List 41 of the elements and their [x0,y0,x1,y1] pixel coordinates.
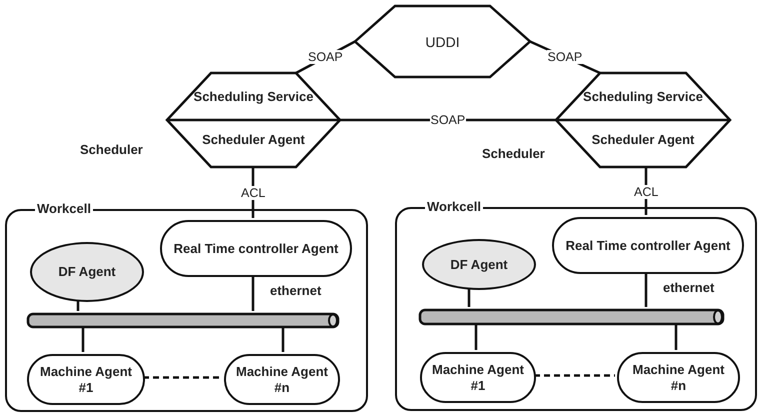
edge-label: ACL [633,184,660,198]
connector-line [534,374,615,377]
network-label: ethernet [270,283,322,298]
network-label: ethernet [663,280,714,295]
agent-label: DF Agent [449,256,509,272]
agent-label: Real Time controller Agent [564,238,732,254]
edge-label: SOAP [307,50,344,64]
scheduler-caption: Scheduler [482,146,545,161]
service-label: Scheduling Service [192,88,314,106]
registry-hexagon [355,5,530,78]
connector-line [468,288,470,307]
agent-label: Scheduler Agent [590,131,696,149]
scheduler-hexagon [167,72,340,168]
agent-label: Machine Agent #n [632,362,726,394]
connector-line [644,272,648,307]
ethernet-bus-bar [419,309,724,325]
ethernet-bus-bar [27,313,339,328]
connector-line [674,323,678,350]
agent-label: Machine Agent #1 [39,364,133,396]
agent-box [224,354,340,405]
agent-box [27,354,145,405]
connector-line [282,326,284,352]
edge-label: SOAP [430,113,466,127]
connector-line [252,275,254,311]
agent-label: Machine Agent #n [235,364,329,396]
scheduler-caption: Scheduler [80,142,143,157]
registry-label: UDDI [424,32,461,52]
agent-label: DF Agent [57,264,117,280]
agent-box [420,352,536,403]
connector-line [474,323,478,350]
connector-line [82,326,84,352]
edge-label: SOAP [546,50,584,64]
agent-box [617,352,740,403]
connector-line [143,376,222,379]
agent-label: Real Time controller Agent [172,240,340,256]
agent-label: Scheduler Agent [201,131,306,149]
edge-label: ACL [240,186,266,200]
connector-line [76,300,80,311]
scheduler-hexagon [556,72,730,168]
service-label: Scheduling Service [582,88,704,106]
agent-label: Machine Agent #1 [431,362,525,394]
